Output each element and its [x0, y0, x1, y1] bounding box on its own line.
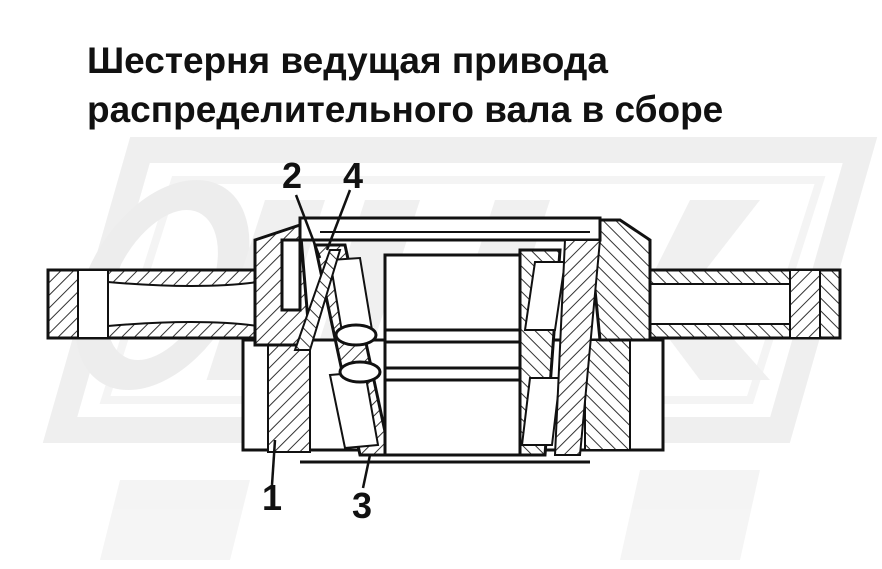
callout-1: 1: [262, 477, 282, 518]
title-line-1: Шестерня ведущая привода: [87, 40, 608, 81]
callout-3: 3: [352, 485, 372, 526]
title-line-2: распределительного вала в сборе: [87, 89, 723, 130]
right-bearing: [513, 239, 602, 457]
left-flange: [253, 222, 312, 347]
left-shaft: [46, 268, 260, 340]
right-flange: [586, 218, 652, 342]
spacer-sleeve: [383, 253, 522, 457]
housing-top: [298, 216, 602, 242]
left-bearing: [293, 243, 392, 457]
callout-4: 4: [343, 155, 363, 196]
callout-2: 2: [282, 155, 302, 196]
right-shaft: [628, 268, 842, 340]
leader-lines: [270, 189, 372, 489]
